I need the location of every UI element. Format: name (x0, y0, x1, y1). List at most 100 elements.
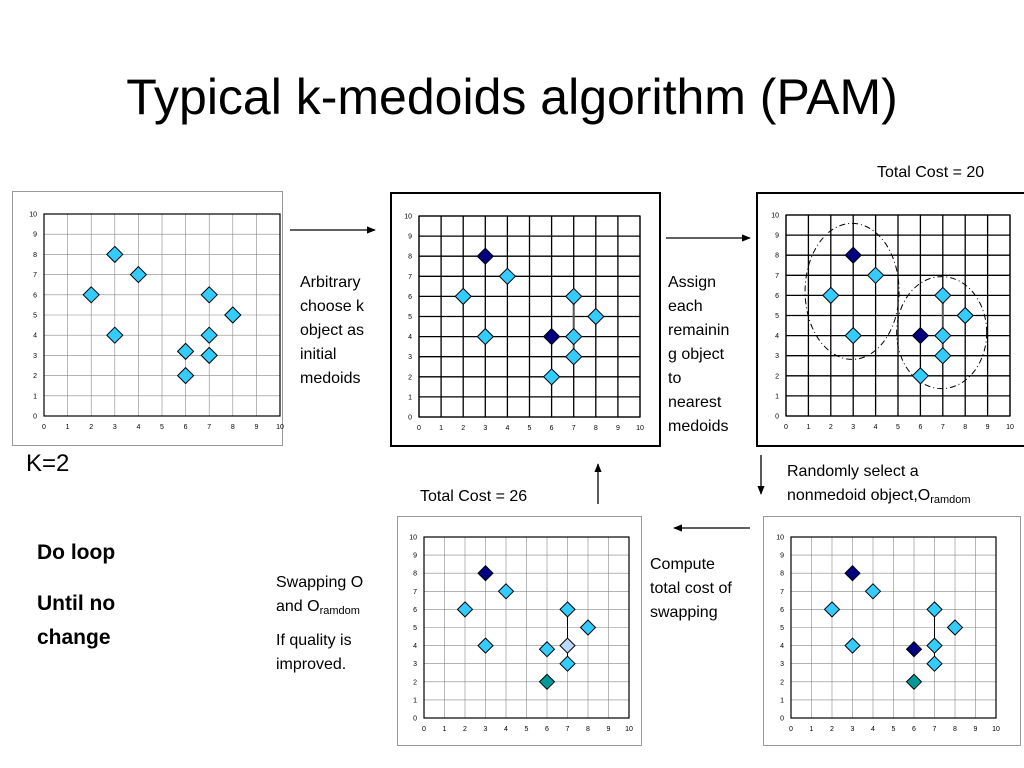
x-tick-label: 7 (941, 424, 945, 431)
y-tick-label: 10 (776, 535, 784, 542)
data-point (844, 637, 861, 654)
x-tick-label: 4 (874, 424, 878, 431)
arbitrary-text: Arbitrary choose k object as initial med… (300, 274, 365, 387)
assign-text: Assign each remainin g object to nearest… (668, 274, 730, 435)
y-tick-label: 10 (409, 535, 417, 542)
data-point (564, 347, 583, 366)
y-tick-label: 1 (775, 393, 779, 400)
data-point (224, 306, 242, 324)
y-tick-label: 5 (780, 625, 784, 632)
data-point (911, 367, 930, 385)
x-tick-label: 3 (851, 726, 855, 733)
total-cost-20: Total Cost = 20 (877, 164, 985, 181)
data-point (559, 655, 576, 672)
plot-area (423, 536, 630, 719)
x-tick-label: 4 (504, 726, 508, 733)
y-tick-label: 2 (33, 373, 37, 380)
y-tick-label: 3 (775, 353, 779, 360)
data-point (926, 637, 943, 654)
y-tick-label: 9 (775, 233, 779, 240)
swapped-out-point (559, 637, 576, 654)
x-tick-label: 2 (829, 424, 833, 431)
data-point (106, 245, 124, 264)
x-tick-label: 6 (550, 425, 554, 432)
x-tick-label: 9 (974, 726, 978, 733)
y-tick-label: 5 (408, 314, 412, 321)
x-tick-label: 1 (439, 425, 443, 432)
y-tick-label: 6 (775, 293, 779, 300)
data-point (579, 619, 597, 636)
y-tick-label: 8 (33, 252, 37, 259)
data-point (477, 637, 494, 654)
y-tick-label: 5 (775, 313, 779, 320)
until-text: Until no change (37, 592, 116, 649)
x-tick-label: 10 (1006, 424, 1014, 431)
x-tick-label: 5 (525, 726, 529, 733)
y-tick-label: 6 (780, 607, 784, 614)
x-tick-label: 10 (992, 726, 1000, 733)
data-point (823, 601, 841, 618)
x-tick-label: 0 (417, 425, 421, 432)
y-tick-label: 10 (404, 214, 412, 221)
x-tick-label: 1 (806, 424, 810, 431)
data-point (476, 327, 495, 346)
y-tick-label: 6 (413, 607, 417, 614)
data-point (106, 326, 124, 344)
y-tick-label: 2 (775, 373, 779, 380)
data-point (564, 327, 583, 346)
y-tick-label: 7 (775, 273, 779, 280)
y-tick-label: 0 (775, 414, 779, 421)
data-point (176, 342, 195, 361)
data-point (456, 601, 474, 618)
y-tick-label: 7 (413, 589, 417, 596)
y-tick-label: 2 (780, 679, 784, 686)
x-tick-label: 6 (912, 726, 916, 733)
y-tick-label: 4 (780, 643, 784, 650)
do-loop-text: Do loop (37, 541, 116, 564)
data-point (200, 326, 218, 344)
data-point (864, 583, 882, 600)
y-tick-label: 3 (408, 354, 412, 361)
y-tick-label: 9 (408, 234, 412, 241)
data-point (822, 286, 840, 305)
data-point (934, 286, 952, 305)
x-tick-label: 0 (789, 726, 793, 733)
y-tick-label: 4 (775, 333, 779, 340)
y-tick-label: 8 (780, 571, 784, 578)
x-tick-label: 4 (871, 726, 875, 733)
y-tick-label: 3 (413, 661, 417, 668)
x-tick-label: 8 (594, 425, 598, 432)
data-point (82, 286, 100, 304)
medoid-point (844, 564, 861, 582)
x-tick-label: 5 (892, 726, 896, 733)
data-point (542, 368, 561, 386)
random-nonmedoid-point (905, 673, 923, 691)
y-tick-label: 10 (29, 212, 37, 219)
x-tick-label: 9 (616, 425, 620, 432)
data-point (498, 267, 517, 286)
data-point (538, 641, 556, 658)
plot-area (43, 213, 281, 417)
medoid-point (844, 246, 862, 264)
data-point (926, 655, 943, 672)
y-tick-label: 9 (33, 232, 37, 239)
x-tick-label: 9 (986, 424, 990, 431)
y-tick-label: 4 (413, 643, 417, 650)
x-tick-label: 3 (851, 424, 855, 431)
x-tick-label: 8 (586, 726, 590, 733)
data-point (564, 287, 583, 306)
y-tick-label: 7 (33, 272, 37, 279)
data-point (559, 601, 576, 618)
y-tick-label: 4 (408, 334, 412, 341)
y-tick-label: 6 (33, 292, 37, 299)
x-tick-label: 4 (136, 424, 140, 431)
data-point (129, 265, 148, 284)
